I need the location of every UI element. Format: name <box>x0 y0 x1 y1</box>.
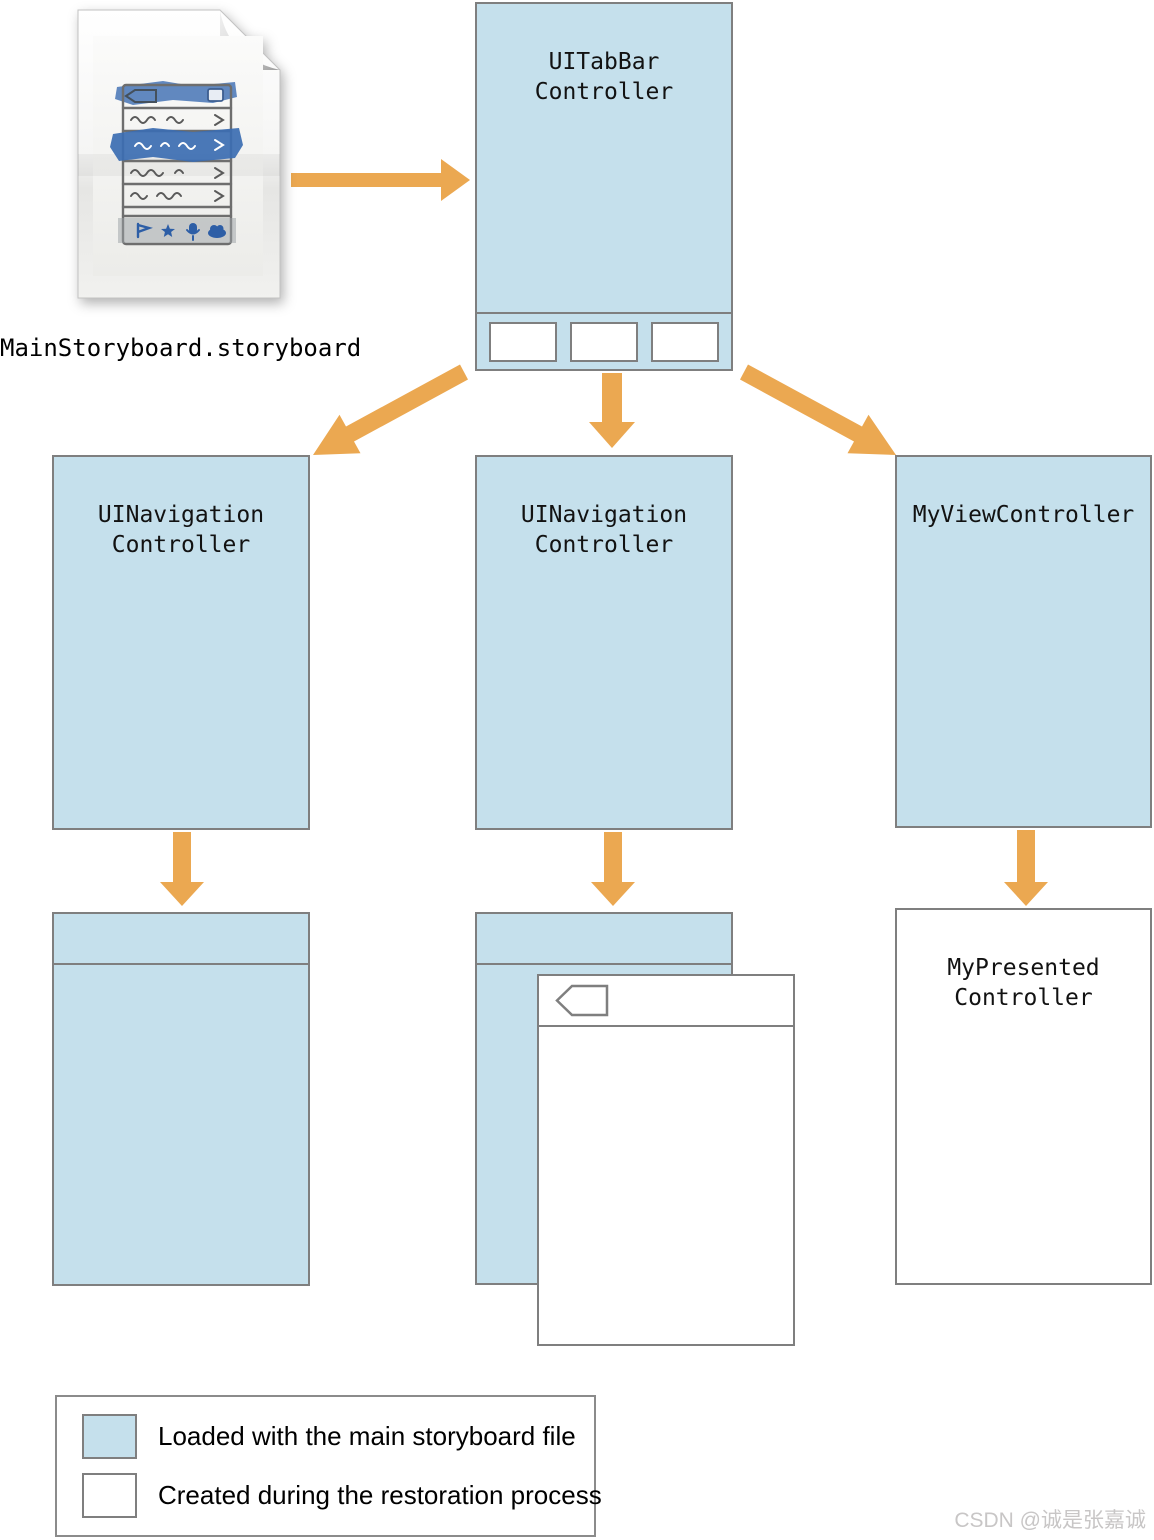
legend: Loaded with the main storyboard file Cre… <box>55 1395 602 1537</box>
arrow-myview-down <box>1004 830 1048 906</box>
node-mypresentedcontroller: MyPresented Controller <box>895 908 1152 1285</box>
legend-swatch-blue <box>82 1414 137 1459</box>
node-title: UINavigation Controller <box>520 502 688 558</box>
tab-bar-item-slot <box>570 321 638 362</box>
navbar-highlight-scribble <box>115 81 237 105</box>
arrow-tabbar-to-nav-center <box>589 373 635 448</box>
storyboard-sketch <box>110 81 243 246</box>
selected-row-scribble <box>110 128 243 162</box>
node-uitabbarcontroller: UITabBar Controller <box>475 2 733 371</box>
node-title: MyViewController <box>912 502 1135 528</box>
node-title: MyPresented Controller <box>947 955 1100 1011</box>
node-title: UITabBar Controller <box>534 49 674 105</box>
arrow-tabbar-to-nav-left <box>313 364 468 455</box>
legend-item-restored: Created during the restoration process <box>82 1473 602 1518</box>
navigation-bar-strip <box>54 914 308 965</box>
tab-bar-item-slot <box>489 321 557 362</box>
navigation-bar-strip <box>539 976 793 1027</box>
legend-item-storyboard: Loaded with the main storyboard file <box>82 1414 576 1459</box>
back-button-outline-icon <box>555 984 609 1017</box>
node-uinavigationcontroller-center: UINavigation Controller <box>475 455 733 830</box>
watermark: CSDN @诚是张嘉诚 <box>954 1509 1146 1532</box>
arrow-storyboard-to-tabbar <box>291 159 470 201</box>
tab-bar-item-slot <box>651 321 719 362</box>
legend-swatch-white <box>82 1473 137 1518</box>
node-uinavigationcontroller-left: UINavigation Controller <box>52 455 310 830</box>
storyboard-file-label: MainStoryboard.storyboard <box>0 334 362 362</box>
node-title: UINavigation Controller <box>97 502 265 558</box>
storyboard-document-icon <box>77 9 281 299</box>
arrow-nav-left-down <box>160 832 204 906</box>
arrow-tabbar-to-myview <box>740 364 896 455</box>
node-restored-detail-view <box>537 974 795 1346</box>
node-myviewcontroller: MyViewController <box>895 455 1152 828</box>
node-nav-left-content-view <box>52 912 310 1286</box>
legend-label: Loaded with the main storyboard file <box>158 1421 576 1451</box>
sketch-tab-icons <box>136 222 226 241</box>
legend-label: Created during the restoration process <box>158 1480 602 1510</box>
arrow-nav-center-down <box>591 832 635 906</box>
sketch-back-button-icon <box>124 89 157 103</box>
sketch-button-icon <box>207 88 224 102</box>
navigation-bar-strip <box>477 914 731 965</box>
tab-bar-strip <box>477 312 731 369</box>
